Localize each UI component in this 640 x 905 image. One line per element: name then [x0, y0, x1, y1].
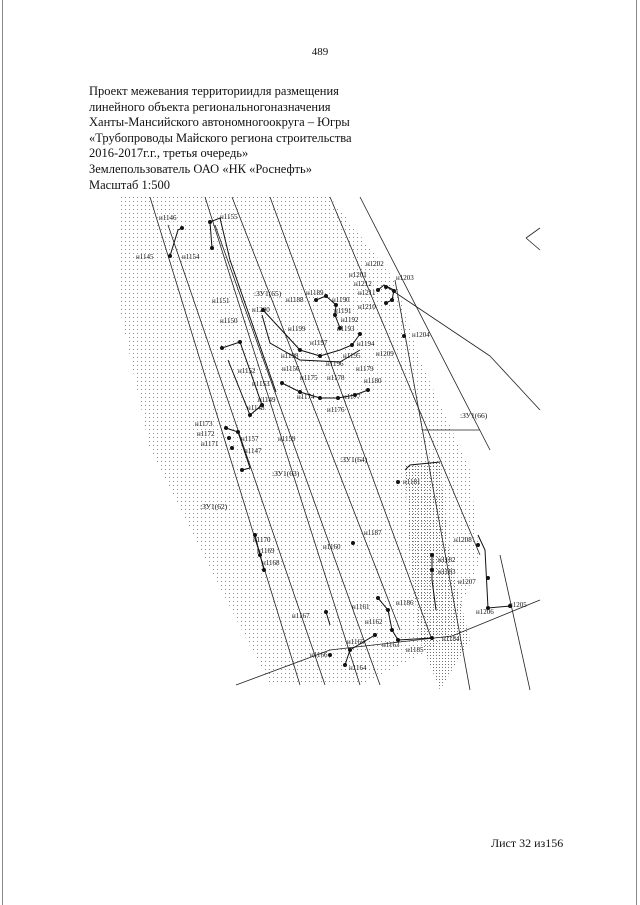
point-label: н1192 — [341, 316, 359, 324]
zone-area-64 — [205, 197, 452, 685]
zone-label: :ЗУ1(62) — [200, 502, 228, 511]
point-label: н1161 — [352, 603, 370, 611]
point-label: н1184 — [442, 635, 460, 643]
point-label: н1198 — [281, 352, 299, 360]
point-label: н1191 — [334, 307, 352, 315]
title-line: 2016-2017г.г., третья очередь» — [89, 146, 249, 161]
title-line: линейного объекта региональногоназначени… — [89, 99, 331, 114]
zone-area-63 — [150, 197, 360, 685]
point-label: н1163 — [382, 641, 400, 649]
point-label: н1206 — [476, 608, 494, 616]
title-line: Проект межевания территориидля размещени… — [89, 84, 339, 98]
point-label: н1211 — [358, 289, 376, 297]
point-label: н1196 — [326, 360, 344, 368]
point-label: н1194 — [357, 340, 375, 348]
point-label: н1159 — [278, 435, 296, 443]
point-label: н1179 — [356, 365, 374, 373]
point-label: н1146 — [159, 214, 177, 222]
title-block: Проект межевания территориидля размещени… — [89, 84, 352, 193]
point-label: н1201 — [349, 271, 367, 279]
point-label: н1185 — [406, 646, 424, 654]
zone-label: :ЗУ1(63) — [272, 469, 300, 478]
page-edge-left — [2, 0, 3, 905]
point-label: н1208 — [454, 536, 472, 544]
point-label: н1170 — [253, 536, 271, 544]
point-label: н1147 — [244, 447, 262, 455]
point-label: н1188 — [286, 296, 304, 304]
point-label: н1177 — [343, 393, 361, 401]
point-label: н1153 — [252, 380, 270, 388]
point-label: н1167 — [292, 612, 310, 620]
survey-point-markers — [168, 220, 512, 667]
point-label: н1183 — [438, 568, 456, 576]
point-label: н1197 — [310, 339, 328, 347]
title-line: «Трубопроводы Майского региона строитель… — [89, 130, 352, 145]
point-label: н1145 — [136, 253, 154, 261]
point-label: н1210 — [358, 303, 376, 311]
point-label: н1209 — [376, 350, 394, 358]
sheet-number: Лист 32 из156 — [491, 836, 564, 850]
point-label: н1149 — [258, 396, 276, 404]
point-label: н1190 — [332, 296, 350, 304]
point-label: н1181 — [403, 478, 421, 486]
point-label: н1203 — [396, 274, 414, 282]
point-label: н1204 — [412, 331, 430, 339]
zone-label: :ЗУ1(65) — [254, 289, 282, 298]
point-label: н1152 — [238, 367, 256, 375]
point-label: н1157 — [241, 435, 259, 443]
point-label: н1174 — [297, 393, 315, 401]
zone-area-62 — [118, 197, 300, 685]
point-label: н1156 — [282, 365, 300, 373]
point-label: н1166 — [310, 651, 328, 659]
zone-label: :ЗУ1(66) — [460, 411, 488, 420]
point-label: н1151 — [212, 297, 230, 305]
point-label: н1168 — [262, 559, 280, 567]
point-label: н1169 — [257, 547, 275, 555]
point-labels: н1146 н1145 н1155 н1154 н1202 н1201 н120… — [136, 213, 527, 672]
scale-line: Масштаб 1:500 — [89, 177, 170, 192]
point-label: н1178 — [327, 374, 345, 382]
point-label: н1193 — [337, 325, 355, 333]
point-label: н1186 — [396, 599, 414, 607]
point-label: н1195 — [343, 352, 361, 360]
point-label: н1176 — [327, 406, 345, 414]
point-label: н1207 — [458, 578, 476, 586]
point-label: н1171 — [201, 440, 219, 448]
point-label: н1160 — [323, 543, 341, 551]
point-label: н1199 — [288, 325, 306, 333]
point-label: н1200 — [252, 306, 270, 314]
page-edge-right — [636, 0, 637, 905]
point-label: н1202 — [366, 260, 384, 268]
point-label: н1150 — [220, 317, 238, 325]
point-label: н1155 — [220, 213, 238, 221]
point-label: н1205 — [509, 601, 527, 609]
boundary-lines — [149, 196, 541, 691]
point-label: н1162 — [365, 618, 383, 626]
point-label: н1189 — [306, 289, 324, 297]
point-label: н1182 — [438, 556, 456, 564]
zone-label: :ЗУ1(64) — [340, 455, 368, 464]
point-label: н1175 — [300, 374, 318, 382]
point-label: н1173 — [195, 420, 213, 428]
point-label: н1187 — [364, 529, 382, 537]
page-number: 489 — [311, 46, 329, 58]
point-label: н1164 — [349, 664, 367, 672]
zone-area-dense — [405, 462, 470, 690]
title-line: Ханты-Мансийского автономногоокруга – Юг… — [89, 115, 350, 130]
point-label: н1212 — [354, 280, 372, 288]
point-label: н1172 — [197, 430, 215, 438]
point-label: н1148 — [247, 404, 265, 412]
point-label: н1165 — [347, 638, 365, 646]
land-user-line: Землепользователь ОАО «НК «Роснефть» — [89, 161, 312, 176]
point-label: н1154 — [182, 253, 200, 261]
point-label: н1180 — [364, 377, 382, 385]
